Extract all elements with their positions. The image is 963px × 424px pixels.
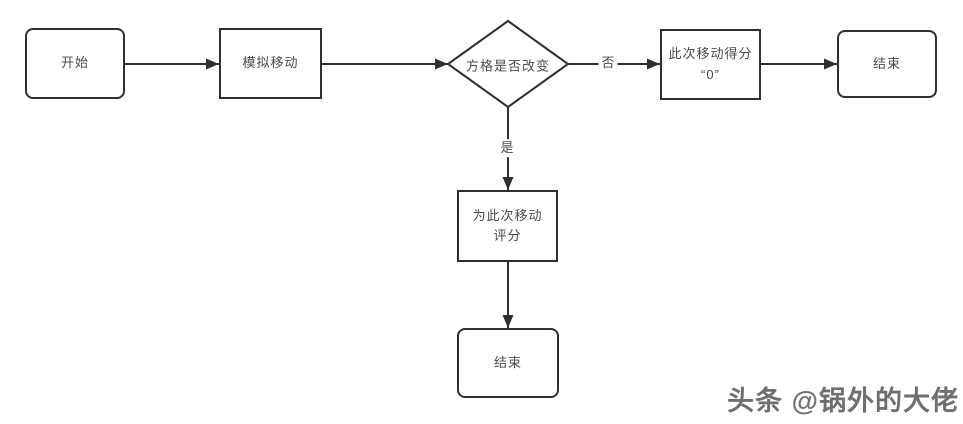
node-score-zero-line1: 此次移动得分 bbox=[668, 46, 753, 62]
node-decision-diamond bbox=[446, 19, 570, 109]
node-start-label: 开始 bbox=[60, 55, 89, 71]
node-decision-label: 方格是否改变 bbox=[465, 58, 551, 74]
node-simulate-move: 模拟移动 bbox=[219, 28, 322, 99]
edge-label-no: 否 bbox=[598, 54, 618, 72]
edge-label-yes: 是 bbox=[497, 139, 517, 157]
node-end-bottom-label: 结束 bbox=[493, 354, 522, 370]
node-end-bottom: 结束 bbox=[457, 328, 559, 398]
node-score-zero-label: 此次移动得分 “0” bbox=[662, 44, 759, 84]
node-simulate-move-label: 模拟移动 bbox=[242, 55, 299, 71]
node-rate-move: 为此次移动评分 bbox=[457, 190, 558, 262]
watermark-toutiao: 头条 @锅外的大佬 bbox=[727, 386, 959, 416]
node-start: 开始 bbox=[25, 28, 125, 99]
node-end-right-label: 结束 bbox=[872, 55, 901, 71]
node-score-zero-line2: “0” bbox=[701, 66, 720, 82]
node-rate-move-label: 为此次移动评分 bbox=[472, 207, 543, 243]
node-end-right: 结束 bbox=[837, 30, 937, 98]
node-score-zero: 此次移动得分 “0” bbox=[660, 29, 761, 100]
